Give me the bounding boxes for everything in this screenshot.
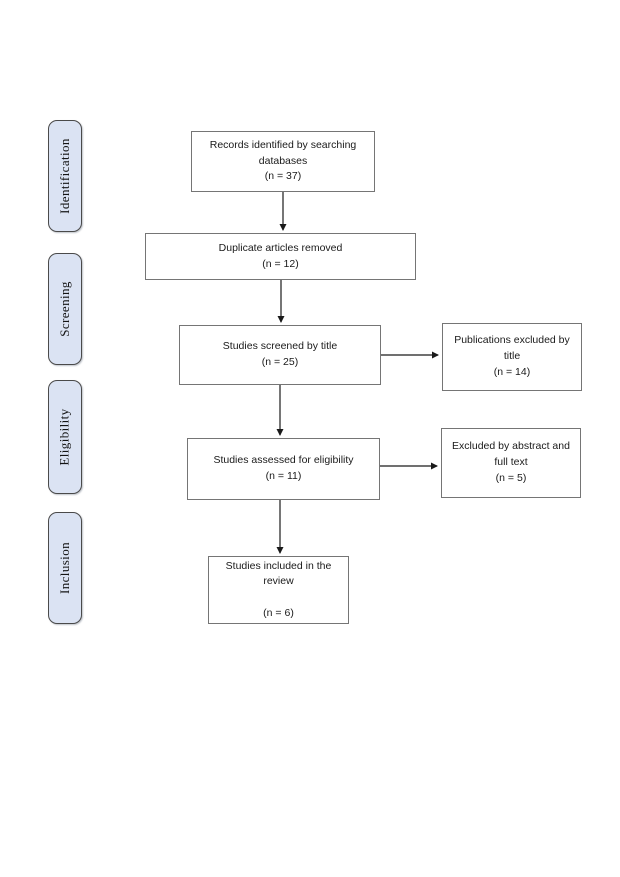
flow-box-screened-by-title: Studies screened by title (n = 25)	[179, 325, 381, 385]
stage-inclusion-label: Inclusion	[57, 542, 73, 594]
duplicates-removed-text: Duplicate articles removed (n = 12)	[218, 241, 343, 270]
stage-identification: Identification	[48, 120, 82, 232]
stage-eligibility: Eligibility	[48, 380, 82, 494]
flow-box-duplicates-removed: Duplicate articles removed (n = 12)	[145, 233, 416, 280]
excluded-by-abstract-fulltext-text: Excluded by abstract and full text (n = …	[452, 440, 570, 484]
included-in-review-text: Studies included in the review (n = 6)	[225, 559, 332, 619]
flow-box-excluded-by-abstract-fulltext: Excluded by abstract and full text (n = …	[441, 428, 581, 498]
flow-box-included-in-review: Studies included in the review (n = 6)	[208, 556, 349, 624]
records-identified-text: Records identified by searching database…	[209, 138, 357, 183]
stage-eligibility-label: Eligibility	[57, 408, 72, 466]
flow-box-assessed-for-eligibility: Studies assessed for eligibility (n = 11…	[187, 438, 380, 500]
excluded-by-title-text: Publications excluded by title (n = 14)	[454, 334, 570, 378]
assessed-for-eligibility-text: Studies assessed for eligibility (n = 11…	[213, 454, 354, 482]
screened-by-title-text: Studies screened by title (n = 25)	[222, 340, 338, 368]
flow-box-excluded-by-title: Publications excluded by title (n = 14)	[442, 323, 582, 391]
stage-inclusion: Inclusion	[48, 512, 82, 624]
stage-screening-label: Screening	[57, 281, 72, 337]
flow-box-records-identified: Records identified by searching database…	[191, 131, 375, 192]
stage-screening: Screening	[48, 253, 82, 365]
stage-identification-label: Identification	[57, 138, 73, 214]
